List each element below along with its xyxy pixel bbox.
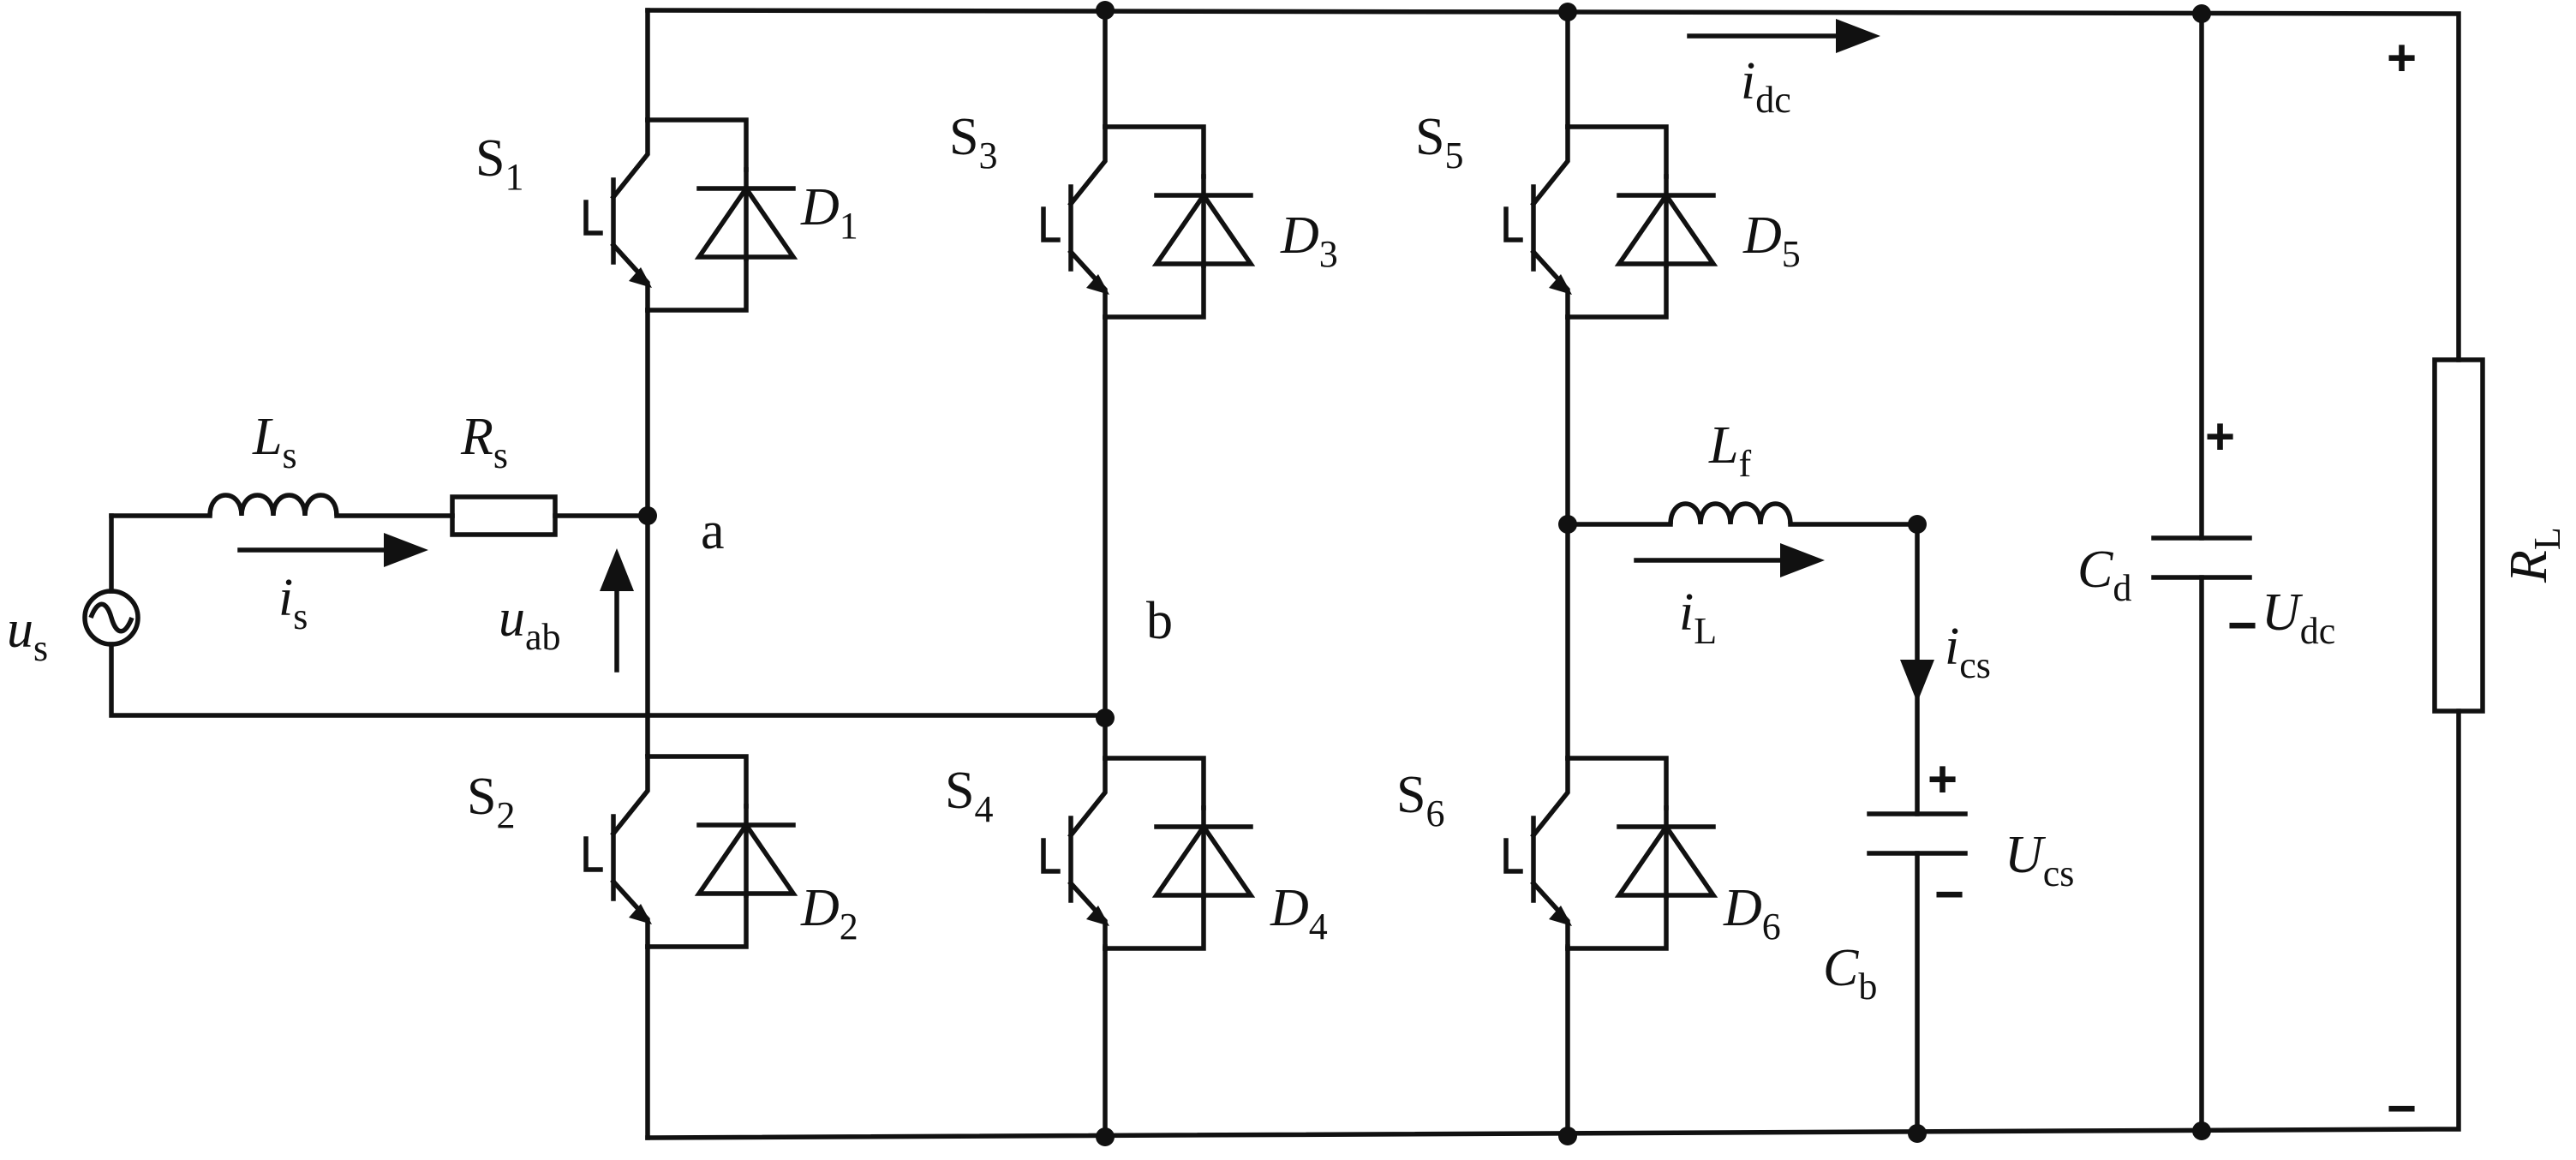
load-minus-sign: −: [2387, 1079, 2417, 1137]
label-d6: D6: [1723, 879, 1781, 948]
label-d4: D4: [1270, 879, 1328, 948]
bottom-dc-rail: [645, 709, 2461, 1140]
top-dc-rail: [645, 8, 2461, 362]
source-inductor-ls: [207, 493, 455, 518]
arrow-idc: [1687, 19, 1880, 53]
label-node-b: b: [1146, 592, 1173, 650]
junction-dots: [638, 1, 2211, 1146]
label-lf: Lf: [1708, 416, 1751, 485]
label-us: us: [7, 601, 48, 669]
udc-minus-sign: −: [2227, 596, 2257, 654]
arrow-il: [1634, 543, 1825, 577]
label-udc: Udc: [2262, 583, 2335, 652]
udc-plus-sign: +: [2205, 408, 2235, 465]
label-cd: Cd: [2077, 541, 2131, 609]
label-s2: S2: [467, 768, 515, 836]
label-d3: D3: [1280, 206, 1338, 275]
buffer-capacitor-cb: [1867, 811, 1968, 1135]
ucs-minus-sign: −: [1934, 865, 1964, 923]
diode-d2: [694, 804, 798, 898]
label-ics: ics: [1945, 618, 1991, 686]
ucs-plus-sign: +: [1928, 750, 1957, 808]
label-uab: uab: [499, 589, 561, 658]
label-ucs: Ucs: [2005, 826, 2074, 894]
switch-s4: [1041, 756, 1256, 951]
label-cb: Cb: [1823, 939, 1877, 1008]
label-d1: D1: [800, 178, 858, 247]
switch-s6: [1503, 756, 1718, 951]
switch-s2: [583, 754, 798, 949]
label-s6: S6: [1396, 766, 1444, 834]
load-plus-sign: +: [2387, 29, 2417, 87]
label-d5: D5: [1742, 206, 1801, 275]
label-il: iL: [1679, 583, 1717, 652]
arrow-ics: [1900, 660, 1934, 703]
switch-s5: [1503, 124, 1718, 320]
label-s1: S1: [475, 129, 523, 198]
diode-d4: [1151, 805, 1256, 900]
dc-capacitor-cd: [2151, 11, 2252, 1133]
filter-inductor-lf: [1565, 501, 1920, 816]
label-s4: S4: [945, 762, 993, 830]
switch-s1: [583, 117, 798, 313]
label-idc: idc: [1741, 52, 1791, 121]
diode-d5: [1614, 174, 1718, 268]
arrow-is: [237, 533, 428, 567]
source-resistor-rs: [450, 494, 650, 537]
label-s5: S5: [1415, 108, 1463, 176]
arrow-uab: [600, 548, 634, 673]
label-is: is: [278, 569, 308, 637]
switch-s3: [1041, 124, 1256, 320]
label-ls: Ls: [252, 408, 297, 476]
diode-d1: [694, 167, 798, 261]
label-rs: Rs: [460, 408, 508, 476]
label-d2: D2: [800, 879, 858, 948]
label-rl: RL: [2500, 527, 2568, 583]
ac-source: [82, 513, 1108, 718]
diode-d6: [1614, 805, 1718, 900]
label-s3: S3: [949, 108, 997, 176]
diode-d3: [1151, 174, 1256, 268]
label-node-a: a: [701, 502, 725, 560]
load-resistor-rl: [2432, 357, 2485, 714]
